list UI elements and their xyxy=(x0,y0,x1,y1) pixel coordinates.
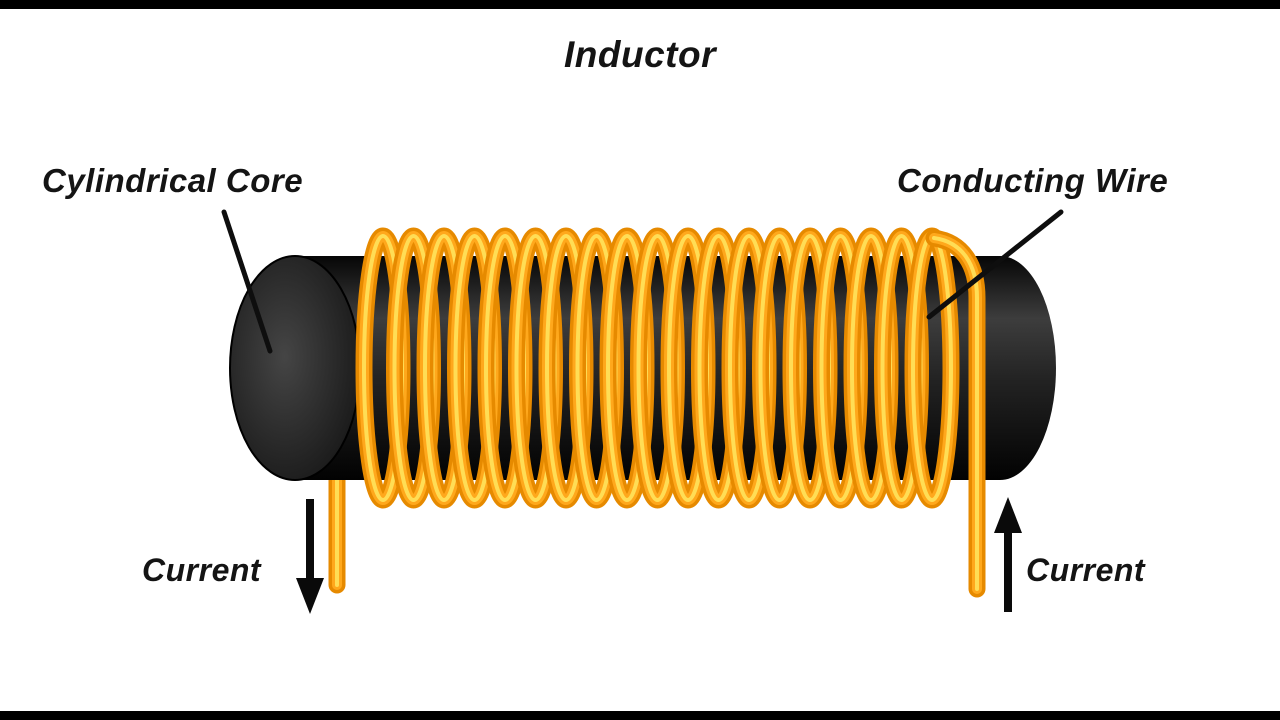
current-down-arrow-icon xyxy=(296,499,324,614)
current-up-arrow-icon xyxy=(994,497,1022,612)
letterbox-bottom-bar xyxy=(0,711,1280,720)
letterbox-top-bar xyxy=(0,0,1280,9)
current-label-left: Current xyxy=(142,552,262,588)
wire-pointer-line xyxy=(926,209,1064,320)
diagram-title: Inductor xyxy=(564,34,716,75)
conducting-wire-label: Conducting Wire xyxy=(897,162,1169,199)
current-label-right: Current xyxy=(1026,552,1146,588)
lead-wire-segment xyxy=(932,236,979,591)
cylindrical-core-label: Cylindrical Core xyxy=(42,162,304,199)
right-lead-wire xyxy=(925,229,986,598)
core-pointer-line xyxy=(221,209,273,354)
